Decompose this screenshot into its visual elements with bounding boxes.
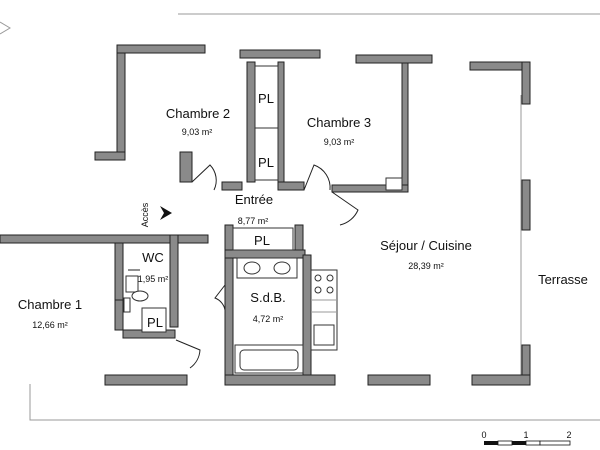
scale-bar: 0 1 2	[481, 430, 572, 446]
access-arrow: Accès	[140, 202, 172, 227]
placard-label: PL	[258, 91, 274, 106]
room-area-entree: 8,77 m²	[238, 216, 269, 226]
room-area-chambre-2: 9,03 m²	[182, 127, 213, 137]
room-name-wc: WC	[142, 250, 164, 265]
doors	[128, 164, 359, 369]
placard-label: PL	[258, 155, 274, 170]
terrace-label: Terrasse	[538, 272, 588, 287]
kitchen-sink-icon	[313, 324, 335, 346]
room-labels: Chambre 2 9,03 m² Chambre 3 9,03 m² Entr…	[18, 91, 588, 330]
edge-mark	[0, 21, 11, 35]
stove-burner-icon	[314, 274, 322, 282]
arrow-right-icon	[160, 206, 172, 220]
toilet-icon	[131, 290, 149, 302]
room-area-chambre-3: 9,03 m²	[324, 137, 355, 147]
stove-burner-icon	[326, 274, 334, 282]
room-area-sdb: 4,72 m²	[253, 314, 284, 324]
room-area-sejour-cuisine: 28,39 m²	[408, 261, 444, 271]
placard-label: PL	[147, 315, 163, 330]
room-name-sejour-cuisine: Séjour / Cuisine	[380, 238, 472, 253]
room-name-chambre-3: Chambre 3	[307, 115, 371, 130]
room-name-entree: Entrée	[235, 192, 273, 207]
stove-burner-icon	[314, 286, 322, 294]
terrace-outline	[29, 13, 600, 421]
access-label: Accès	[140, 202, 150, 227]
room-name-sdb: S.d.B.	[250, 290, 285, 305]
placard-label: PL	[254, 233, 270, 248]
room-name-chambre-1: Chambre 1	[18, 297, 82, 312]
scale-label-0: 0	[481, 430, 486, 440]
room-name-chambre-2: Chambre 2	[166, 106, 230, 121]
room-area-wc: 1,95 m²	[138, 274, 169, 284]
scale-label-2: 2	[566, 430, 571, 440]
stove-burner-icon	[326, 286, 334, 294]
room-area-chambre-1: 12,66 m²	[32, 320, 68, 330]
walls	[0, 44, 531, 386]
fixtures	[123, 257, 338, 374]
scale-label-1: 1	[523, 430, 528, 440]
